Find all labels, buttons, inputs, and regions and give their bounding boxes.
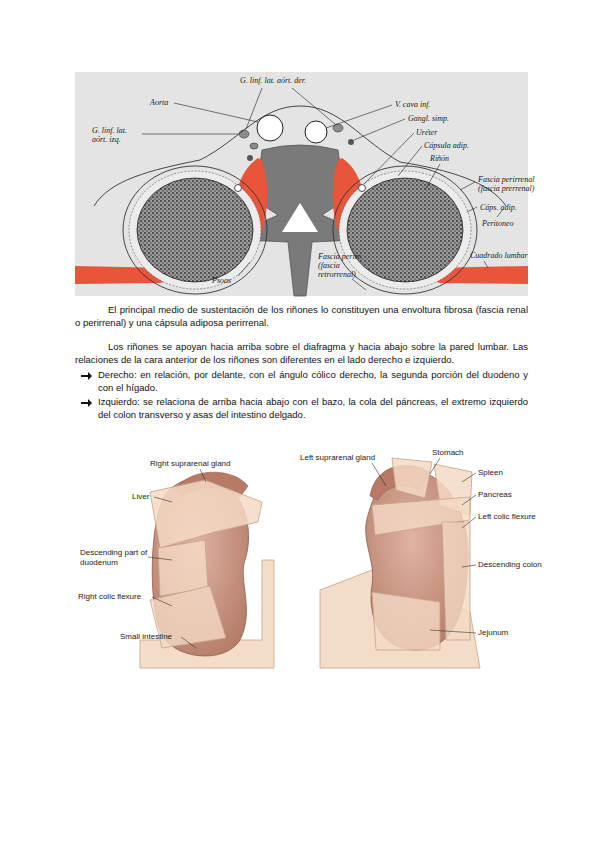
leader-line	[462, 565, 476, 567]
figure-label: Cápsula adip.	[424, 141, 469, 150]
adipose-capsule	[339, 171, 471, 289]
figure-label: Liver	[132, 492, 149, 502]
figure-label: Descending part of duodenum	[80, 548, 148, 567]
duodenum-area	[158, 540, 208, 596]
sympathetic-ganglion	[348, 139, 354, 145]
leader-line	[238, 262, 250, 276]
leader-line	[372, 463, 386, 486]
adipose-capsule	[129, 171, 261, 289]
leader-line	[352, 279, 366, 290]
lymph-node	[250, 143, 258, 149]
bullet-item: Derecho: en relación, por delante, con e…	[98, 369, 528, 394]
leader-line	[484, 261, 488, 268]
leader-lines	[148, 458, 476, 648]
figure-label: Spleen	[478, 468, 503, 478]
figure-label: Right colic flexure	[78, 592, 141, 602]
figure-label: Riñón	[430, 154, 449, 163]
leader-line	[246, 88, 262, 129]
leader-line	[462, 495, 476, 505]
leader-line	[148, 557, 172, 560]
leader-line	[292, 88, 335, 124]
leader-line	[354, 119, 405, 140]
leader-lines	[142, 88, 503, 290]
figure-label: G. linf. lat. aórt. izq.	[92, 126, 140, 144]
colon-area	[442, 522, 470, 640]
figure-label: Uréter	[416, 128, 437, 137]
leader-line	[152, 597, 172, 606]
leader-line	[142, 134, 238, 135]
leader-line	[181, 637, 196, 648]
leader-line	[200, 469, 206, 482]
figure-label: Descending colon	[478, 560, 542, 570]
figure-label: Aorta	[150, 98, 168, 107]
leader-line	[326, 105, 392, 128]
leader-line	[425, 164, 440, 190]
figure-label: Stomach	[432, 448, 464, 458]
figure-label: Pancreas	[478, 490, 512, 500]
bullet-item: Izquierdo: se relaciona de arriba hacia …	[98, 396, 528, 421]
leader-line	[398, 146, 422, 176]
leader-line	[460, 182, 475, 190]
vertebral-foramen	[282, 203, 318, 232]
figure-label: G. linf. lat. aórt. der.	[240, 76, 306, 85]
renal-fascia	[123, 166, 267, 294]
figure-label: Cáps. adip.	[480, 203, 517, 212]
ureter	[359, 185, 366, 192]
figure-label: Small intestine	[120, 632, 172, 642]
leader-line	[430, 630, 476, 633]
bullet-arrow	[81, 371, 93, 381]
peritoneum	[94, 106, 300, 206]
figure-label: Psoas	[212, 276, 231, 285]
figure-label: Fascia perirrenal (fascia prerrenal)	[478, 175, 544, 193]
figure-label: Fascia perirr. (fascia retrorrenal)	[318, 252, 368, 279]
figure-label: Left colic flexure	[478, 512, 536, 522]
kidney	[347, 178, 463, 282]
peritoneum	[300, 106, 506, 206]
leader-line	[430, 458, 440, 474]
aorta	[257, 115, 283, 141]
vena-cava	[305, 121, 327, 143]
figure-label: Peritoneo	[482, 219, 514, 228]
figure-label: Cuadrado lumbar	[470, 251, 528, 260]
bullet-arrow-shape	[81, 372, 92, 380]
figure-label: Right suprarenal gland	[150, 459, 231, 469]
jejunum-area	[372, 592, 440, 650]
ureter	[235, 185, 242, 192]
figure-label: Gangl. simp.	[408, 114, 449, 123]
kidney	[137, 178, 253, 282]
left-kidney-figure	[320, 458, 480, 668]
figure-label: Left suprarenal gland	[300, 453, 375, 463]
leader-line	[462, 473, 476, 482]
figure-ground	[75, 72, 528, 296]
leader-line	[174, 103, 258, 122]
leader-line	[154, 497, 172, 502]
liver-area	[150, 480, 262, 548]
leader-line	[462, 517, 476, 528]
figure-label: Jejunum	[478, 628, 508, 638]
body-paragraph: El principal medio de sustentación de lo…	[75, 304, 528, 329]
lymph-node	[239, 130, 249, 138]
bullet-arrow	[81, 398, 93, 408]
figure-label: V. cava inf.	[395, 100, 430, 109]
leader-line	[467, 207, 477, 212]
body-paragraph: Los riñones se apoyan hacia arriba sobre…	[75, 341, 528, 366]
sympathetic-ganglion	[247, 155, 253, 161]
leader-line	[364, 133, 414, 184]
bullet-arrow-shape	[81, 399, 92, 407]
stomach-area	[392, 458, 432, 498]
